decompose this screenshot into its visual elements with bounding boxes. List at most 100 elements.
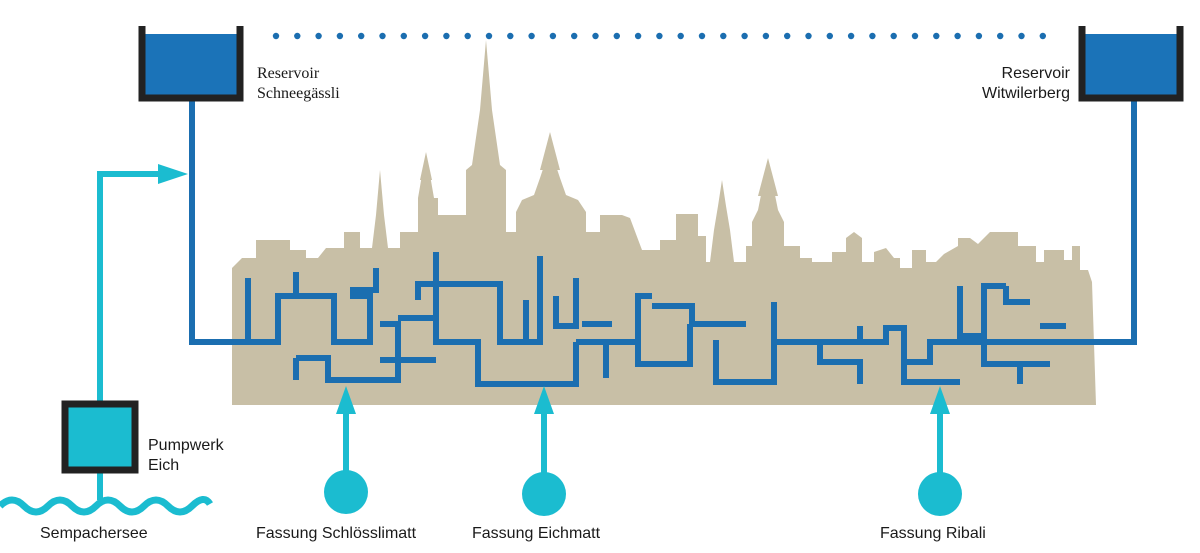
main-from-witwilerberg bbox=[1050, 98, 1137, 345]
reservoir-schneegaessli-label: Reservoir Schneegässli bbox=[257, 64, 340, 104]
level-dot bbox=[379, 32, 386, 40]
pump-box bbox=[61, 400, 139, 474]
reservoir-label-line1: Reservoir bbox=[1001, 65, 1070, 82]
network-pipe bbox=[497, 300, 529, 345]
level-dot bbox=[826, 32, 833, 40]
turret-left bbox=[420, 152, 432, 180]
pump-label-line2: Eich bbox=[148, 457, 180, 474]
town-skyline bbox=[232, 40, 1096, 405]
network-pipe bbox=[752, 302, 777, 385]
reservoir-label-line2: Schneegässli bbox=[257, 85, 340, 102]
level-dot bbox=[272, 32, 280, 40]
pump-supply-line bbox=[97, 171, 160, 500]
pump-label: Pumpwerk Eich bbox=[148, 436, 224, 476]
network-pipe bbox=[774, 339, 863, 384]
network-pipe bbox=[957, 283, 1006, 339]
reservoir-label-line1: Reservoir bbox=[257, 65, 320, 82]
reservoir-water bbox=[1084, 34, 1178, 96]
turret-right bbox=[758, 158, 778, 196]
level-dot bbox=[1039, 32, 1047, 40]
level-dot bbox=[784, 32, 791, 40]
level-dot bbox=[294, 32, 301, 40]
level-dot bbox=[847, 32, 855, 40]
level-dot bbox=[805, 32, 812, 40]
network-pipe bbox=[526, 256, 543, 345]
level-dot bbox=[634, 32, 642, 40]
reservoir-water bbox=[144, 34, 238, 96]
arrow-up-icon bbox=[930, 386, 950, 414]
network-pipe bbox=[860, 325, 960, 385]
level-dot bbox=[698, 32, 706, 40]
network-pipe bbox=[350, 293, 373, 324]
level-dot bbox=[592, 32, 599, 40]
reservoir-label-line2: Witwilerberg bbox=[981, 85, 1070, 102]
network-pipe bbox=[462, 281, 503, 308]
network-pipe bbox=[296, 321, 401, 383]
level-dot bbox=[336, 32, 344, 40]
source-ribali bbox=[918, 386, 962, 516]
level-dot bbox=[762, 32, 770, 40]
level-dot bbox=[933, 32, 940, 40]
level-dot bbox=[464, 32, 471, 40]
level-dot bbox=[997, 32, 1004, 40]
level-dot bbox=[911, 32, 919, 40]
lake-wave-icon bbox=[0, 496, 213, 516]
network-pipe bbox=[652, 303, 746, 327]
reservoir-witwilerberg bbox=[1078, 26, 1184, 102]
network-pipe bbox=[433, 318, 579, 387]
network-pipe bbox=[553, 278, 579, 329]
level-dot bbox=[1018, 32, 1025, 40]
level-dot bbox=[358, 32, 365, 40]
level-dot bbox=[443, 32, 450, 40]
level-dot bbox=[549, 32, 557, 40]
level-dot bbox=[890, 32, 897, 40]
level-dot bbox=[421, 32, 429, 40]
skyline-silhouette bbox=[232, 40, 1096, 405]
level-dot bbox=[400, 32, 407, 40]
source-well-icon bbox=[522, 472, 566, 516]
pump-label-line1: Pumpwerk bbox=[148, 437, 224, 454]
level-dot bbox=[571, 32, 578, 40]
source-well-icon bbox=[324, 470, 368, 514]
pump-station bbox=[61, 400, 139, 474]
water-level-dotted-line bbox=[272, 32, 1047, 40]
level-dot bbox=[720, 32, 727, 40]
level-dot bbox=[869, 32, 876, 40]
source-label-eichmatt: Fassung Eichmatt bbox=[472, 525, 601, 542]
level-dot bbox=[507, 32, 514, 40]
network-pipe bbox=[415, 281, 462, 300]
level-dot bbox=[485, 32, 493, 40]
level-dot bbox=[677, 32, 684, 40]
reservoir-frame bbox=[138, 26, 244, 102]
reservoir-schneegaessli bbox=[138, 26, 244, 102]
network-pipe bbox=[350, 268, 379, 293]
network-pipe bbox=[1003, 286, 1030, 305]
turret-center bbox=[540, 132, 560, 170]
network-pipe bbox=[713, 340, 752, 385]
source-label-schloesslimatt: Fassung Schlösslimatt bbox=[256, 525, 417, 542]
level-dot bbox=[741, 32, 748, 40]
network-pipe bbox=[635, 324, 693, 367]
arrow-right-icon bbox=[158, 164, 188, 184]
level-dot bbox=[954, 32, 961, 40]
level-dot bbox=[528, 32, 535, 40]
source-label-ribali: Fassung Ribali bbox=[880, 525, 986, 542]
source-eichmatt bbox=[522, 386, 566, 516]
source-schloesslimatt bbox=[324, 386, 368, 514]
arrow-up-icon bbox=[336, 386, 356, 414]
network-pipe bbox=[904, 339, 964, 365]
level-dot bbox=[975, 32, 983, 40]
arrow-up-icon bbox=[534, 386, 554, 414]
reservoir-witwilerberg-label: Reservoir Witwilerberg bbox=[930, 64, 1070, 104]
network-pipe bbox=[278, 293, 373, 345]
pump-feed bbox=[97, 164, 188, 500]
lake-label: Sempachersee bbox=[40, 525, 148, 542]
level-dot bbox=[315, 32, 322, 40]
main-from-schneegaessli bbox=[189, 98, 262, 345]
level-dot bbox=[613, 32, 620, 40]
distribution-network bbox=[189, 98, 1137, 387]
level-dot bbox=[656, 32, 663, 40]
reservoir-frame bbox=[1078, 26, 1184, 102]
